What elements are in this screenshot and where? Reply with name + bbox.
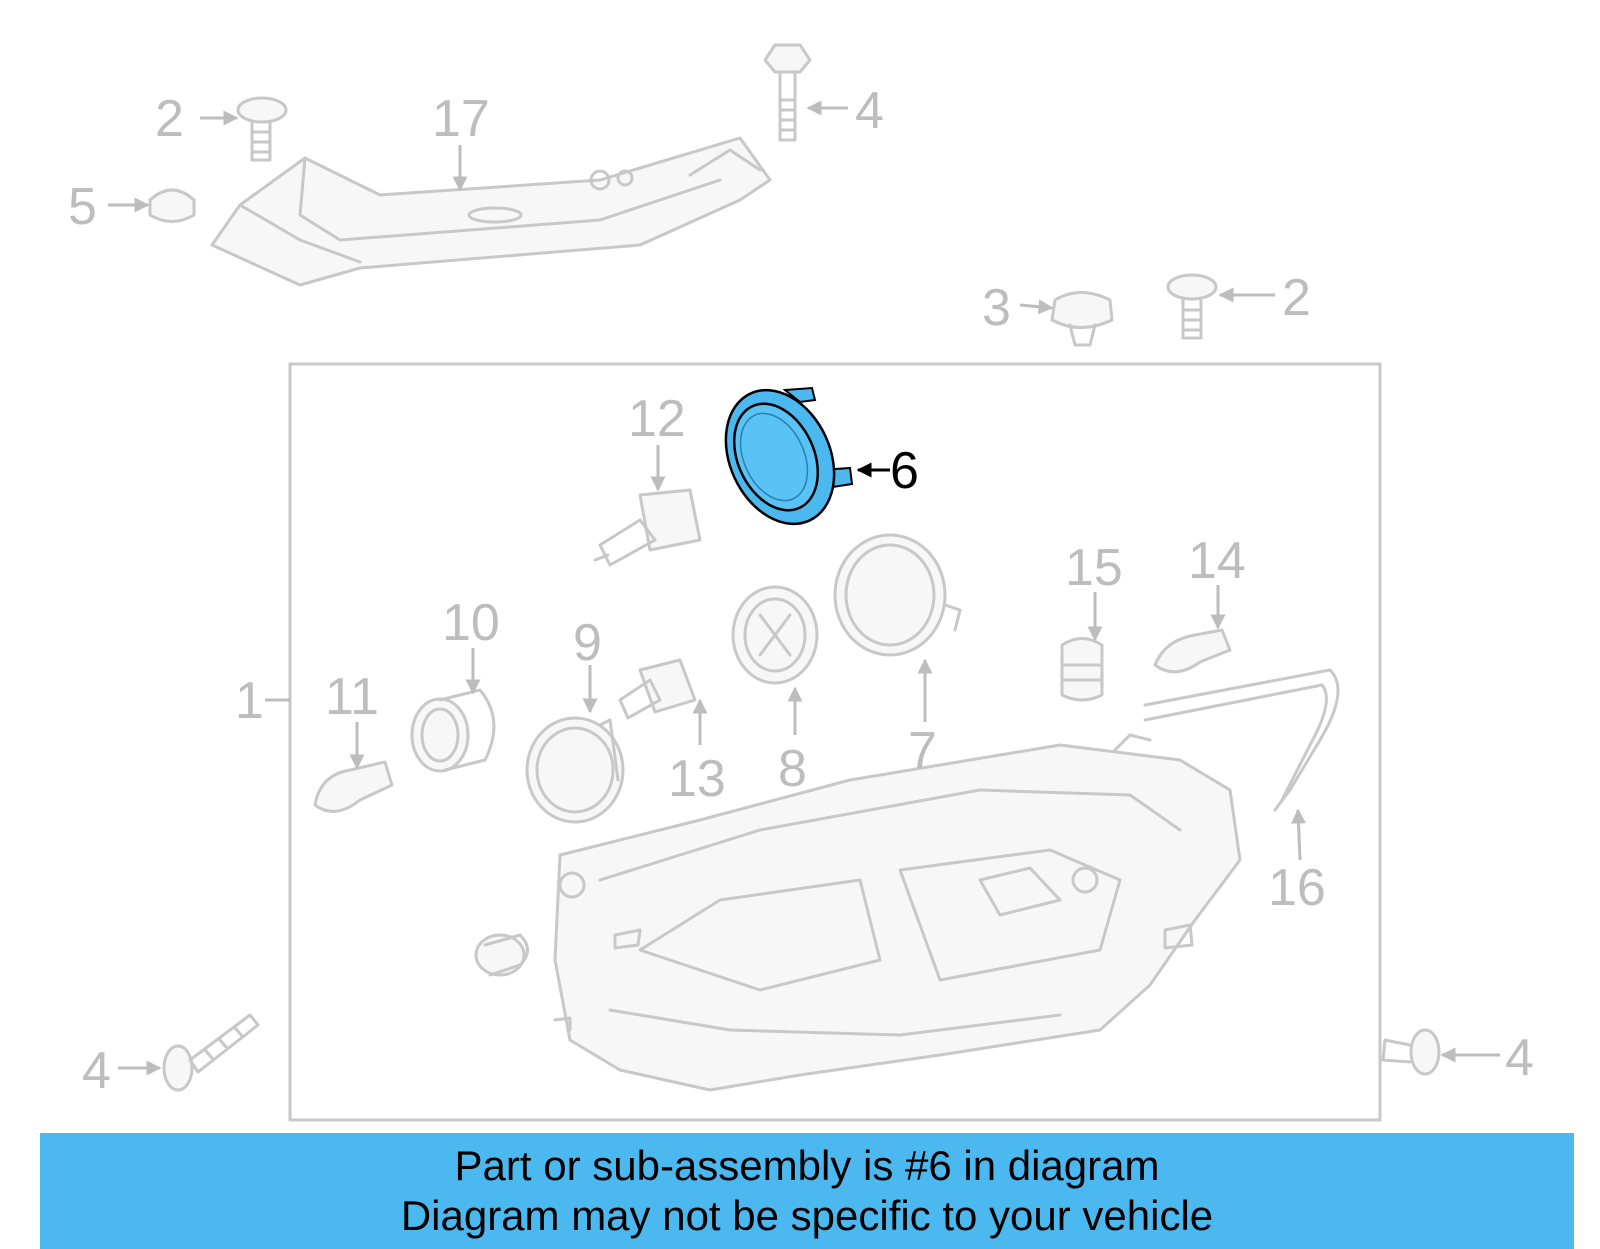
bolt-part-4c	[1381, 1028, 1441, 1076]
seal-part-16	[1143, 668, 1340, 812]
callout-13: 13	[668, 750, 726, 808]
callout-4b: 4	[82, 1042, 111, 1100]
screw-part-2b	[1166, 273, 1218, 340]
callout-15: 15	[1065, 539, 1123, 597]
grommet-part-15	[1060, 637, 1104, 702]
callout-11: 11	[325, 668, 379, 726]
callout-2b: 2	[1282, 269, 1311, 327]
callout-4a: 4	[855, 82, 884, 140]
callout-10: 10	[442, 594, 500, 652]
socket-part-8	[731, 585, 819, 685]
callout-lines	[108, 100, 1500, 1076]
info-banner: Part or sub-assembly is #6 in diagram Di…	[40, 1133, 1574, 1249]
cap-part-6-highlighted	[724, 386, 854, 526]
support-bracket-part	[210, 136, 772, 287]
callout-6: 6	[890, 442, 919, 500]
ring-part-7	[833, 533, 962, 657]
callout-12: 12	[628, 390, 686, 448]
ring-part-9	[525, 716, 625, 824]
bulb-part-12	[593, 488, 702, 567]
callout-4c: 4	[1505, 1029, 1534, 1087]
callout-7: 7	[908, 722, 937, 780]
callout-8: 8	[778, 740, 807, 798]
clip-part-3	[1050, 291, 1114, 347]
callout-9: 9	[573, 614, 602, 672]
banner-line-part-number: Part or sub-assembly is #6 in diagram	[454, 1142, 1160, 1189]
callout-17: 17	[432, 90, 490, 148]
assembly-frame	[288, 362, 1382, 1122]
screw-part-2a	[236, 96, 288, 162]
banner-line-disclaimer: Diagram may not be specific to your vehi…	[400, 1192, 1214, 1239]
bolt-part-4b	[162, 1013, 260, 1092]
callout-14: 14	[1188, 532, 1246, 590]
bulb-part-13	[618, 658, 697, 720]
callout-1: 1	[235, 672, 264, 730]
grommet-loose	[474, 933, 529, 977]
callout-2a: 2	[155, 90, 184, 148]
plug-part-5	[148, 188, 196, 223]
callout-3: 3	[982, 279, 1011, 337]
bulb-part-11	[313, 760, 394, 813]
callout-5: 5	[68, 178, 97, 236]
callout-16: 16	[1268, 859, 1326, 917]
headlamp-housing-part-1	[553, 733, 1242, 1092]
socket-part-10	[410, 688, 496, 773]
bolt-part-4a	[763, 43, 812, 142]
bulb-part-14	[1153, 628, 1232, 674]
